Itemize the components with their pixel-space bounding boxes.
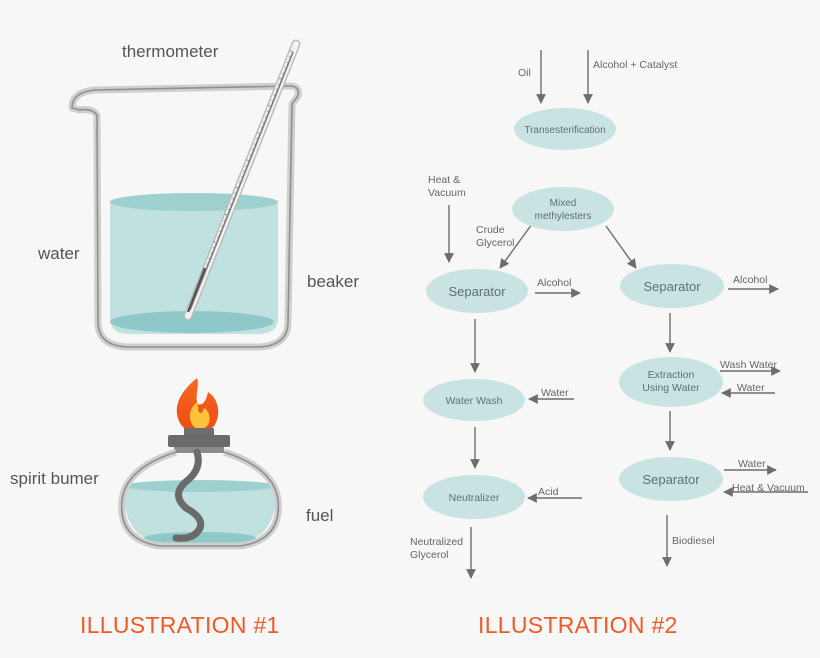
- thermometer-tick: [224, 213, 228, 216]
- illustration-2-caption: ILLUSTRATION #2: [478, 612, 678, 638]
- node-label: Neutralizer: [449, 492, 500, 504]
- node-neutralizer: Neutralizer: [423, 475, 525, 519]
- input-heat-vacuum: Vacuum: [428, 187, 466, 199]
- thermometer-tick: [271, 99, 274, 102]
- thermometer-tick: [267, 110, 270, 113]
- thermometer-tick: [251, 148, 255, 151]
- input-oil: Oil: [518, 67, 531, 79]
- node-label: Using Water: [642, 382, 700, 394]
- thermometer-tick: [235, 186, 239, 189]
- thermometer-tick: [246, 159, 250, 162]
- flow-arrows: [444, 50, 808, 579]
- spirit-burner-illustration: spirit bumer fuel: [10, 378, 333, 550]
- spirit-burner-label: spirit bumer: [10, 469, 99, 488]
- thermometer-tick: [277, 83, 281, 86]
- thermometer-tick: [275, 88, 278, 91]
- output-biodiesel: Biodiesel: [672, 535, 715, 547]
- flow-labels: Oil Alcohol + Catalyst Heat & Vacuum Cru…: [410, 59, 805, 561]
- node-label: Separator: [448, 284, 506, 299]
- thermometer-tick: [232, 197, 235, 200]
- illustration-1-caption: ILLUSTRATION #1: [80, 612, 280, 638]
- output-wash-water: Wash Water: [720, 359, 777, 371]
- node-transesterification: Transesterification: [514, 108, 616, 150]
- beaker: [68, 82, 302, 351]
- node-label: Separator: [642, 472, 700, 487]
- thermometer-tick: [212, 247, 215, 249]
- thermometer-tick: [282, 72, 285, 75]
- water-label: water: [37, 244, 80, 263]
- output-crude-glycerol: Glycerol: [476, 237, 515, 249]
- wick: [172, 448, 205, 542]
- thermometer: [183, 39, 301, 321]
- input-heat-vacuum: Heat &: [428, 174, 460, 186]
- output-neutralized-glycerol: Glycerol: [410, 549, 449, 561]
- node-separator-left: Separator: [426, 269, 528, 313]
- output-water: Water: [738, 458, 766, 470]
- thermometer-tick: [278, 77, 283, 80]
- thermometer-tick: [240, 176, 244, 178]
- thermometer-tick: [267, 104, 272, 107]
- fuel-label: fuel: [306, 506, 333, 525]
- output-crude-glycerol: Crude: [476, 224, 505, 236]
- thermometer-tick: [230, 203, 233, 206]
- input-acid: Acid: [538, 486, 559, 498]
- thermometer-tick: [254, 143, 257, 146]
- node-label: Transesterification: [524, 125, 605, 136]
- thermometer-tick: [245, 165, 248, 167]
- burner-flask: [118, 448, 282, 550]
- beaker-label: beaker: [307, 272, 359, 291]
- thermometer-tick: [264, 116, 268, 118]
- thermometer-tick: [219, 230, 222, 233]
- node-label: Mixed: [550, 198, 577, 209]
- thermometer-tick: [238, 181, 241, 184]
- input-water-left: Water: [541, 387, 569, 399]
- input-heat-vacuum-right: Heat & Vacuum: [732, 482, 805, 494]
- thermometer-tick: [217, 236, 220, 238]
- thermometer-label: thermometer: [122, 42, 219, 61]
- output-alcohol-left: Alcohol: [537, 277, 571, 289]
- thermometer-tick: [288, 56, 291, 58]
- node-label: Water Wash: [446, 395, 503, 407]
- node-water-wash: Water Wash: [423, 379, 525, 421]
- node-separator-bottom: Separator: [619, 457, 723, 501]
- biodiesel-flowchart: Transesterification Mixed methylesters S…: [410, 50, 808, 579]
- thermometer-tick: [260, 127, 263, 129]
- thermometer-tick: [273, 94, 276, 97]
- input-alcohol-catalyst: Alcohol + Catalyst: [593, 59, 677, 71]
- thermometer-tick: [213, 241, 218, 244]
- thermometer-tick: [208, 257, 211, 260]
- thermometer-tick: [286, 61, 289, 64]
- output-neutralized-glycerol: Neutralized: [410, 536, 463, 548]
- thermometer-tick: [284, 67, 287, 69]
- thermometer-tick: [206, 263, 209, 265]
- thermometer-tick: [262, 121, 265, 124]
- node-mixed-methylesters: Mixed methylesters: [512, 187, 614, 231]
- thermometer-tick: [227, 208, 231, 211]
- node-extraction-using-water: Extraction Using Water: [619, 357, 723, 407]
- thermometer-tick: [289, 50, 294, 53]
- thermometer-tick: [243, 170, 246, 173]
- thermometer-tick: [234, 192, 237, 195]
- input-water-right: Water: [737, 382, 765, 394]
- thermometer-tick: [249, 154, 252, 156]
- node-label: Separator: [643, 279, 701, 294]
- thermometer-tick: [210, 252, 213, 255]
- thermometer-tick: [221, 225, 224, 227]
- fuel-liquid: [123, 480, 277, 544]
- output-alcohol-right: Alcohol: [733, 274, 767, 286]
- thermometer-tick: [223, 219, 226, 222]
- node-label: methylesters: [535, 211, 592, 222]
- beaker-illustration: thermometer water beaker: [37, 39, 359, 351]
- flame-icon: [176, 378, 219, 432]
- thermometer-tick: [256, 132, 261, 135]
- node-separator-right: Separator: [620, 264, 724, 308]
- node-label: Extraction: [648, 369, 695, 381]
- thermometer-tick: [256, 138, 259, 140]
